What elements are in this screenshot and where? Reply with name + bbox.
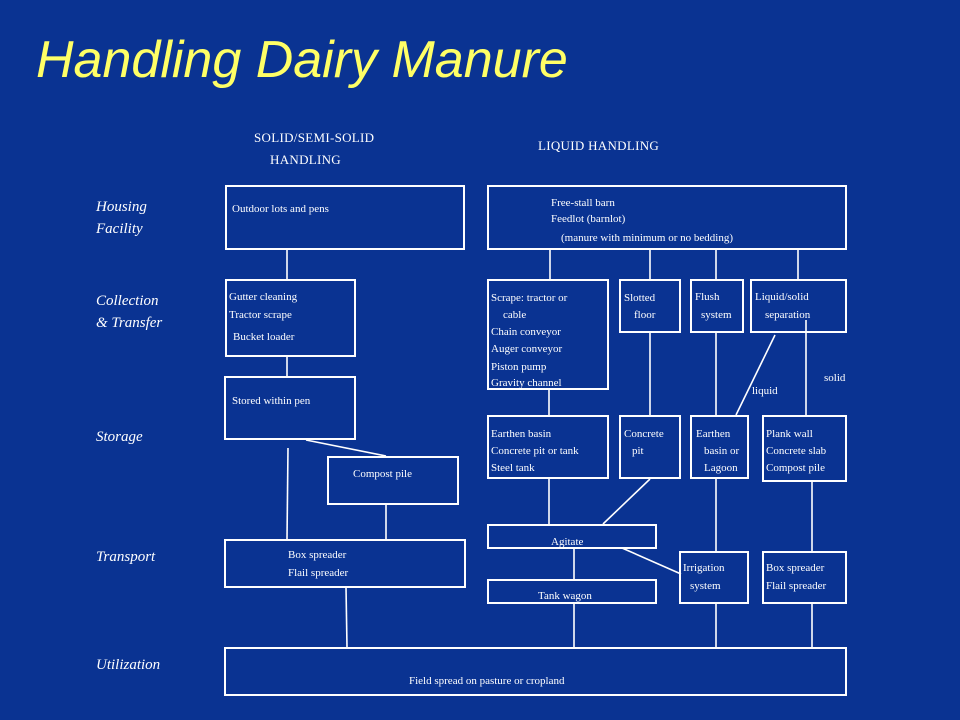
page-title: Handling Dairy Manure — [36, 31, 568, 89]
box-earthen-basin-line3: Steel tank — [491, 462, 535, 474]
box-gutter: Gutter cleaning Tractor scrape Bucket lo… — [225, 279, 356, 357]
box-box-spreader-left: Box spreader Flail spreader — [224, 539, 466, 588]
box-scrape-line6: Gravity channel — [491, 377, 562, 389]
box-plank-wall: Plank wall Concrete slab Compost pile — [762, 415, 847, 482]
box-earthen-basin-line2: Concrete pit or tank — [491, 445, 579, 457]
box-earthen-lagoon-line1: Earthen — [696, 428, 731, 440]
header-liquid: LIQUID HANDLING — [538, 138, 660, 153]
row-label-transport: Transport — [96, 549, 156, 565]
box-plank-wall-line1: Plank wall — [766, 428, 813, 440]
box-box-spreader-left-line2: Flail spreader — [288, 567, 349, 579]
box-box-spreader-right-line2: Flail spreader — [766, 580, 827, 592]
box-tank-wagon: Tank wagon — [487, 579, 657, 604]
connector — [305, 439, 387, 457]
connector — [602, 478, 651, 525]
box-liquid-solid-line1: Liquid/solid — [755, 291, 809, 303]
box-agitate: Agitate — [487, 524, 657, 549]
box-scrape-line4: Auger conveyor — [491, 343, 563, 355]
box-outdoor-lots-label: Outdoor lots and pens — [232, 203, 329, 215]
box-free-stall: Free-stall barn Feedlot (barnlot) (manur… — [487, 185, 847, 250]
box-concrete-pit-line1: Concrete — [624, 428, 664, 440]
box-field-spread: Field spread on pasture or cropland — [224, 647, 847, 696]
box-box-spreader-right: Box spreader Flail spreader — [762, 551, 847, 604]
box-free-stall-line3: (manure with minimum or no bedding) — [561, 232, 733, 244]
box-outdoor-lots: Outdoor lots and pens — [225, 185, 465, 250]
box-stored-pen-label: Stored within pen — [232, 395, 311, 407]
box-field-spread-label: Field spread on pasture or cropland — [409, 675, 565, 687]
box-gutter-line2: Tractor scrape — [229, 309, 292, 321]
box-earthen-lagoon-line2: basin or — [704, 445, 740, 457]
box-agitate-label: Agitate — [551, 536, 584, 548]
box-scrape-line1: Scrape: tractor or — [491, 292, 568, 304]
box-scrape: Scrape: tractor or cable Chain conveyor … — [487, 279, 609, 390]
box-liquid-solid-line2: separation — [765, 309, 811, 321]
box-gutter-line3: Bucket loader — [233, 331, 295, 343]
box-concrete-pit: Concrete pit — [619, 415, 681, 479]
box-plank-wall-line3: Compost pile — [766, 462, 825, 474]
box-plank-wall-line2: Concrete slab — [766, 445, 827, 457]
box-scrape-line2: cable — [503, 309, 527, 321]
box-compost-label: Compost pile — [353, 468, 412, 480]
box-liquid-solid: Liquid/solid separation — [750, 279, 847, 333]
box-flush: Flush system — [690, 279, 744, 333]
box-irrigation-line1: Irrigation — [683, 562, 725, 574]
box-scrape-line5: Piston pump — [491, 361, 547, 373]
box-irrigation: Irrigation system — [679, 551, 749, 604]
row-label-utilization: Utilization — [96, 657, 161, 673]
header-solid-line2: HANDLING — [270, 152, 341, 167]
box-free-stall-line1: Free-stall barn — [551, 197, 615, 209]
liquid-label: liquid — [752, 385, 778, 397]
box-flush-line2: system — [701, 309, 732, 321]
connector — [345, 586, 348, 648]
box-concrete-pit-line2: pit — [632, 445, 644, 457]
box-earthen-basin-line1: Earthen basin — [491, 428, 552, 440]
row-label-storage: Storage — [96, 429, 143, 445]
box-tank-wagon-label: Tank wagon — [538, 590, 592, 602]
box-compost: Compost pile — [327, 456, 459, 505]
connector — [735, 334, 776, 416]
box-irrigation-line2: system — [690, 580, 721, 592]
box-free-stall-line2: Feedlot (barnlot) — [551, 213, 626, 225]
box-earthen-lagoon: Earthen basin or Lagoon — [690, 415, 749, 479]
connector — [621, 547, 682, 575]
box-box-spreader-left-line1: Box spreader — [288, 549, 347, 561]
box-slotted-line2: floor — [634, 309, 656, 321]
box-earthen-lagoon-line3: Lagoon — [704, 462, 738, 474]
box-box-spreader-right-line1: Box spreader — [766, 562, 825, 574]
solid-label: solid — [824, 372, 846, 384]
header-solid-line1: SOLID/SEMI-SOLID — [254, 130, 375, 145]
box-flush-line1: Flush — [695, 291, 720, 303]
box-gutter-line1: Gutter cleaning — [229, 291, 298, 303]
box-slotted: Slotted floor — [619, 279, 681, 333]
connector — [286, 447, 289, 540]
row-label-collection: Collection& Transfer — [96, 293, 163, 331]
box-stored-pen: Stored within pen — [224, 376, 356, 440]
box-scrape-line3: Chain conveyor — [491, 326, 561, 338]
box-slotted-line1: Slotted — [624, 292, 656, 304]
box-earthen-basin: Earthen basin Concrete pit or tank Steel… — [487, 415, 609, 479]
